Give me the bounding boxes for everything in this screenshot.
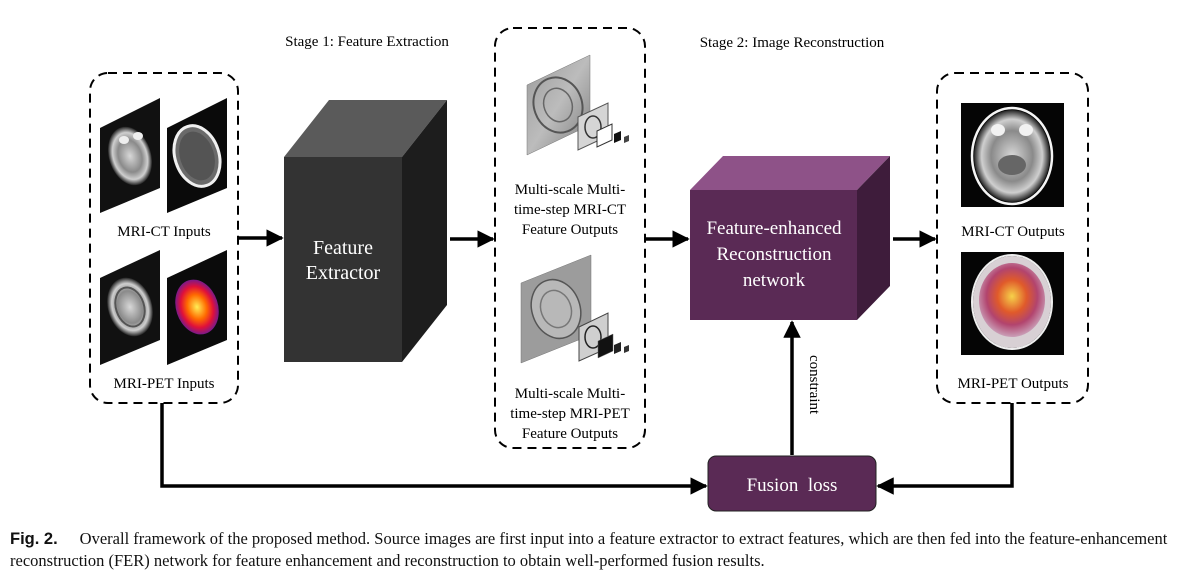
mri-pet-inputs-label: MRI-PET Inputs (114, 376, 215, 392)
caption-text: Overall framework of the proposed method… (10, 529, 1168, 570)
pet-features-label-line3: Feature Outputs (522, 426, 618, 442)
recon-top-face (690, 156, 890, 190)
pet-features-label-line2: time-step MRI-PET (510, 406, 630, 422)
framework-diagram: Stage 1: Feature Extraction Stage 2: Ima… (89, 27, 1089, 512)
connector-arrows (160, 229, 1014, 495)
mri-pet-feature-maps (520, 254, 629, 364)
mri-ct-fused-output-image (961, 103, 1064, 207)
arrow-outputs-to-loss (876, 403, 1014, 495)
mri-input-pet-image (100, 250, 160, 365)
fusion-loss-label: Fusion loss (747, 475, 838, 496)
figure-label: Fig. 2. (10, 530, 58, 548)
extractor-side-face (402, 100, 447, 362)
extractor-front-face (284, 157, 402, 362)
recon-label-line3: network (743, 270, 806, 291)
fusion-loss-box (707, 455, 877, 512)
ct-input-image (167, 98, 227, 213)
extractor-label-line2: Extractor (306, 262, 381, 284)
recon-front-face (690, 190, 857, 320)
stage2-title: Stage 2: Image Reconstruction (700, 35, 885, 51)
extractor-top-face (284, 100, 447, 157)
recon-label-line2: Reconstruction (716, 244, 832, 265)
mri-ct-outputs-label: MRI-CT Outputs (961, 224, 1065, 240)
constraint-label: constraint (806, 355, 822, 415)
recon-side-face (857, 156, 890, 320)
arrow-inputs-to-loss (160, 403, 708, 495)
feature-extractor-cube (284, 100, 447, 362)
recon-label-line1: Feature-enhanced (706, 218, 842, 239)
extractor-label-line1: Feature (313, 237, 373, 259)
output-group-frame (936, 72, 1089, 404)
mri-pet-outputs-label: MRI-PET Outputs (958, 376, 1069, 392)
mri-input-ct-image (100, 98, 160, 213)
ct-features-label-line1: Multi-scale Multi- (515, 182, 625, 198)
ct-features-label-line2: time-step MRI-CT (514, 202, 626, 218)
ct-features-label-line3: Feature Outputs (522, 222, 618, 238)
mri-ct-feature-maps (526, 54, 629, 156)
stage1-title: Stage 1: Feature Extraction (285, 34, 449, 50)
reconstruction-network-cube (690, 156, 890, 320)
mri-ct-inputs-label: MRI-CT Inputs (117, 224, 211, 240)
pet-input-image (167, 250, 227, 365)
mri-pet-fused-output-image (961, 252, 1064, 355)
pet-features-label-line1: Multi-scale Multi- (515, 386, 625, 402)
figure-caption: Fig. 2.Overall framework of the proposed… (10, 528, 1178, 572)
